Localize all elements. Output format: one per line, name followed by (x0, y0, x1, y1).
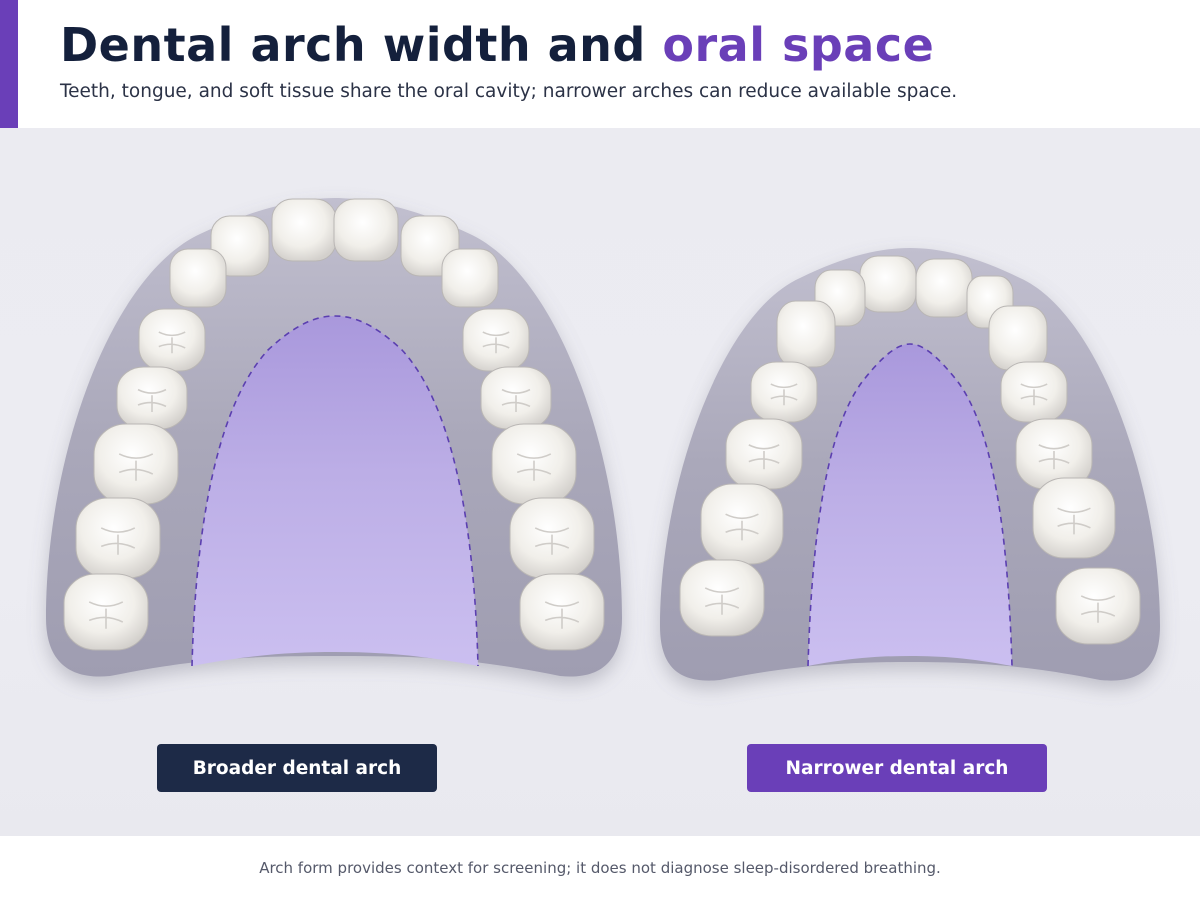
title-main: Dental arch width and (60, 18, 663, 72)
page-subtitle: Teeth, tongue, and soft tissue share the… (60, 81, 958, 102)
accent-bar (0, 0, 18, 128)
narrow-arch-illustration (660, 248, 1160, 681)
broad-arch-tooth-11 (491, 423, 577, 505)
broad-arch-tooth-5 (441, 248, 499, 308)
narrow-arch-tooth-6 (750, 361, 818, 423)
broad-arch-tooth-14 (63, 573, 149, 651)
broad-arch-tooth-0 (271, 198, 337, 262)
page-title: Dental arch width and oral space (60, 18, 934, 72)
broad-arch-palate (192, 316, 478, 666)
header: Dental arch width and oral space Teeth, … (0, 0, 1200, 128)
broad-arch-tooth-4 (169, 248, 227, 308)
broad-arch-tooth-12 (75, 497, 161, 579)
narrow-arch-tooth-1 (915, 258, 973, 318)
broad-arch-illustration (46, 198, 622, 677)
broad-arch-tooth-7 (462, 308, 530, 372)
broad-arch-tooth-8 (116, 366, 188, 430)
narrow-arch-label: Narrower dental arch (747, 744, 1047, 792)
footer-note: Arch form provides context for screening… (259, 859, 941, 877)
narrow-arch-tooth-4 (776, 300, 836, 368)
broad-arch-tooth-10 (93, 423, 179, 505)
narrow-arch-tooth-13 (1055, 567, 1141, 645)
broad-arch-teeth (63, 198, 605, 651)
narrow-arch-teeth (679, 255, 1141, 645)
broad-arch-label: Broader dental arch (157, 744, 437, 792)
narrow-arch-tooth-10 (700, 483, 784, 565)
narrow-arch-tooth-12 (679, 559, 765, 637)
broad-arch-tooth-6 (138, 308, 206, 372)
broad-arch-palate-outline (191, 315, 479, 667)
footer: Arch form provides context for screening… (0, 836, 1200, 900)
narrow-arch-tooth-11 (1032, 477, 1116, 559)
broad-arch-tooth-15 (519, 573, 605, 651)
narrow-arch-palate (808, 344, 1012, 666)
broad-arch-tooth-13 (509, 497, 595, 579)
title-highlight: oral space (662, 18, 935, 72)
arch-illustrations (46, 198, 1160, 681)
narrow-arch-tooth-0 (859, 255, 917, 313)
narrow-arch-tooth-8 (725, 418, 803, 490)
illustration-stage: Broader dental arch Narrower dental arch (0, 128, 1200, 836)
broad-arch-tooth-9 (480, 366, 552, 430)
narrow-arch-tooth-7 (1000, 361, 1068, 423)
broad-arch-tooth-1 (333, 198, 399, 262)
narrow-arch-palate-outline (807, 343, 1013, 667)
broad-arch-tooth-2 (210, 215, 270, 277)
narrow-arch-tooth-5 (988, 305, 1048, 371)
